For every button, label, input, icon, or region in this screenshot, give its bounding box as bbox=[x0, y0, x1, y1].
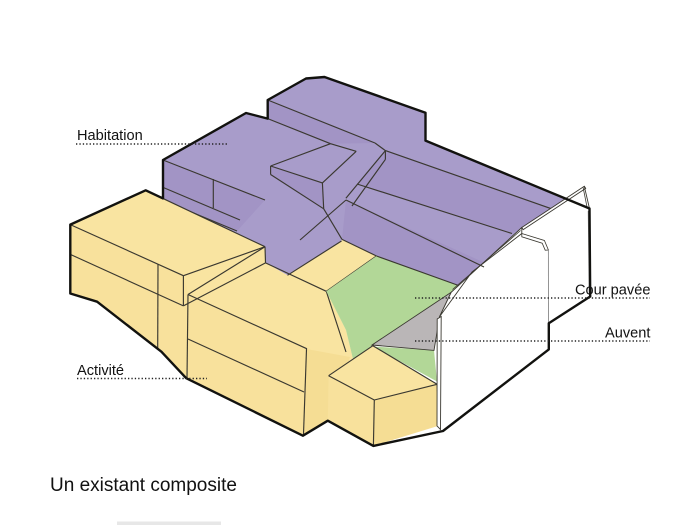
svg-text:Un existant composite: Un existant composite bbox=[50, 475, 237, 496]
svg-text:Activité: Activité bbox=[77, 363, 124, 379]
svg-text:Habitation: Habitation bbox=[77, 128, 143, 144]
svg-text:Cour pavée: Cour pavée bbox=[575, 283, 650, 299]
svg-text:Auvent: Auvent bbox=[605, 326, 650, 342]
